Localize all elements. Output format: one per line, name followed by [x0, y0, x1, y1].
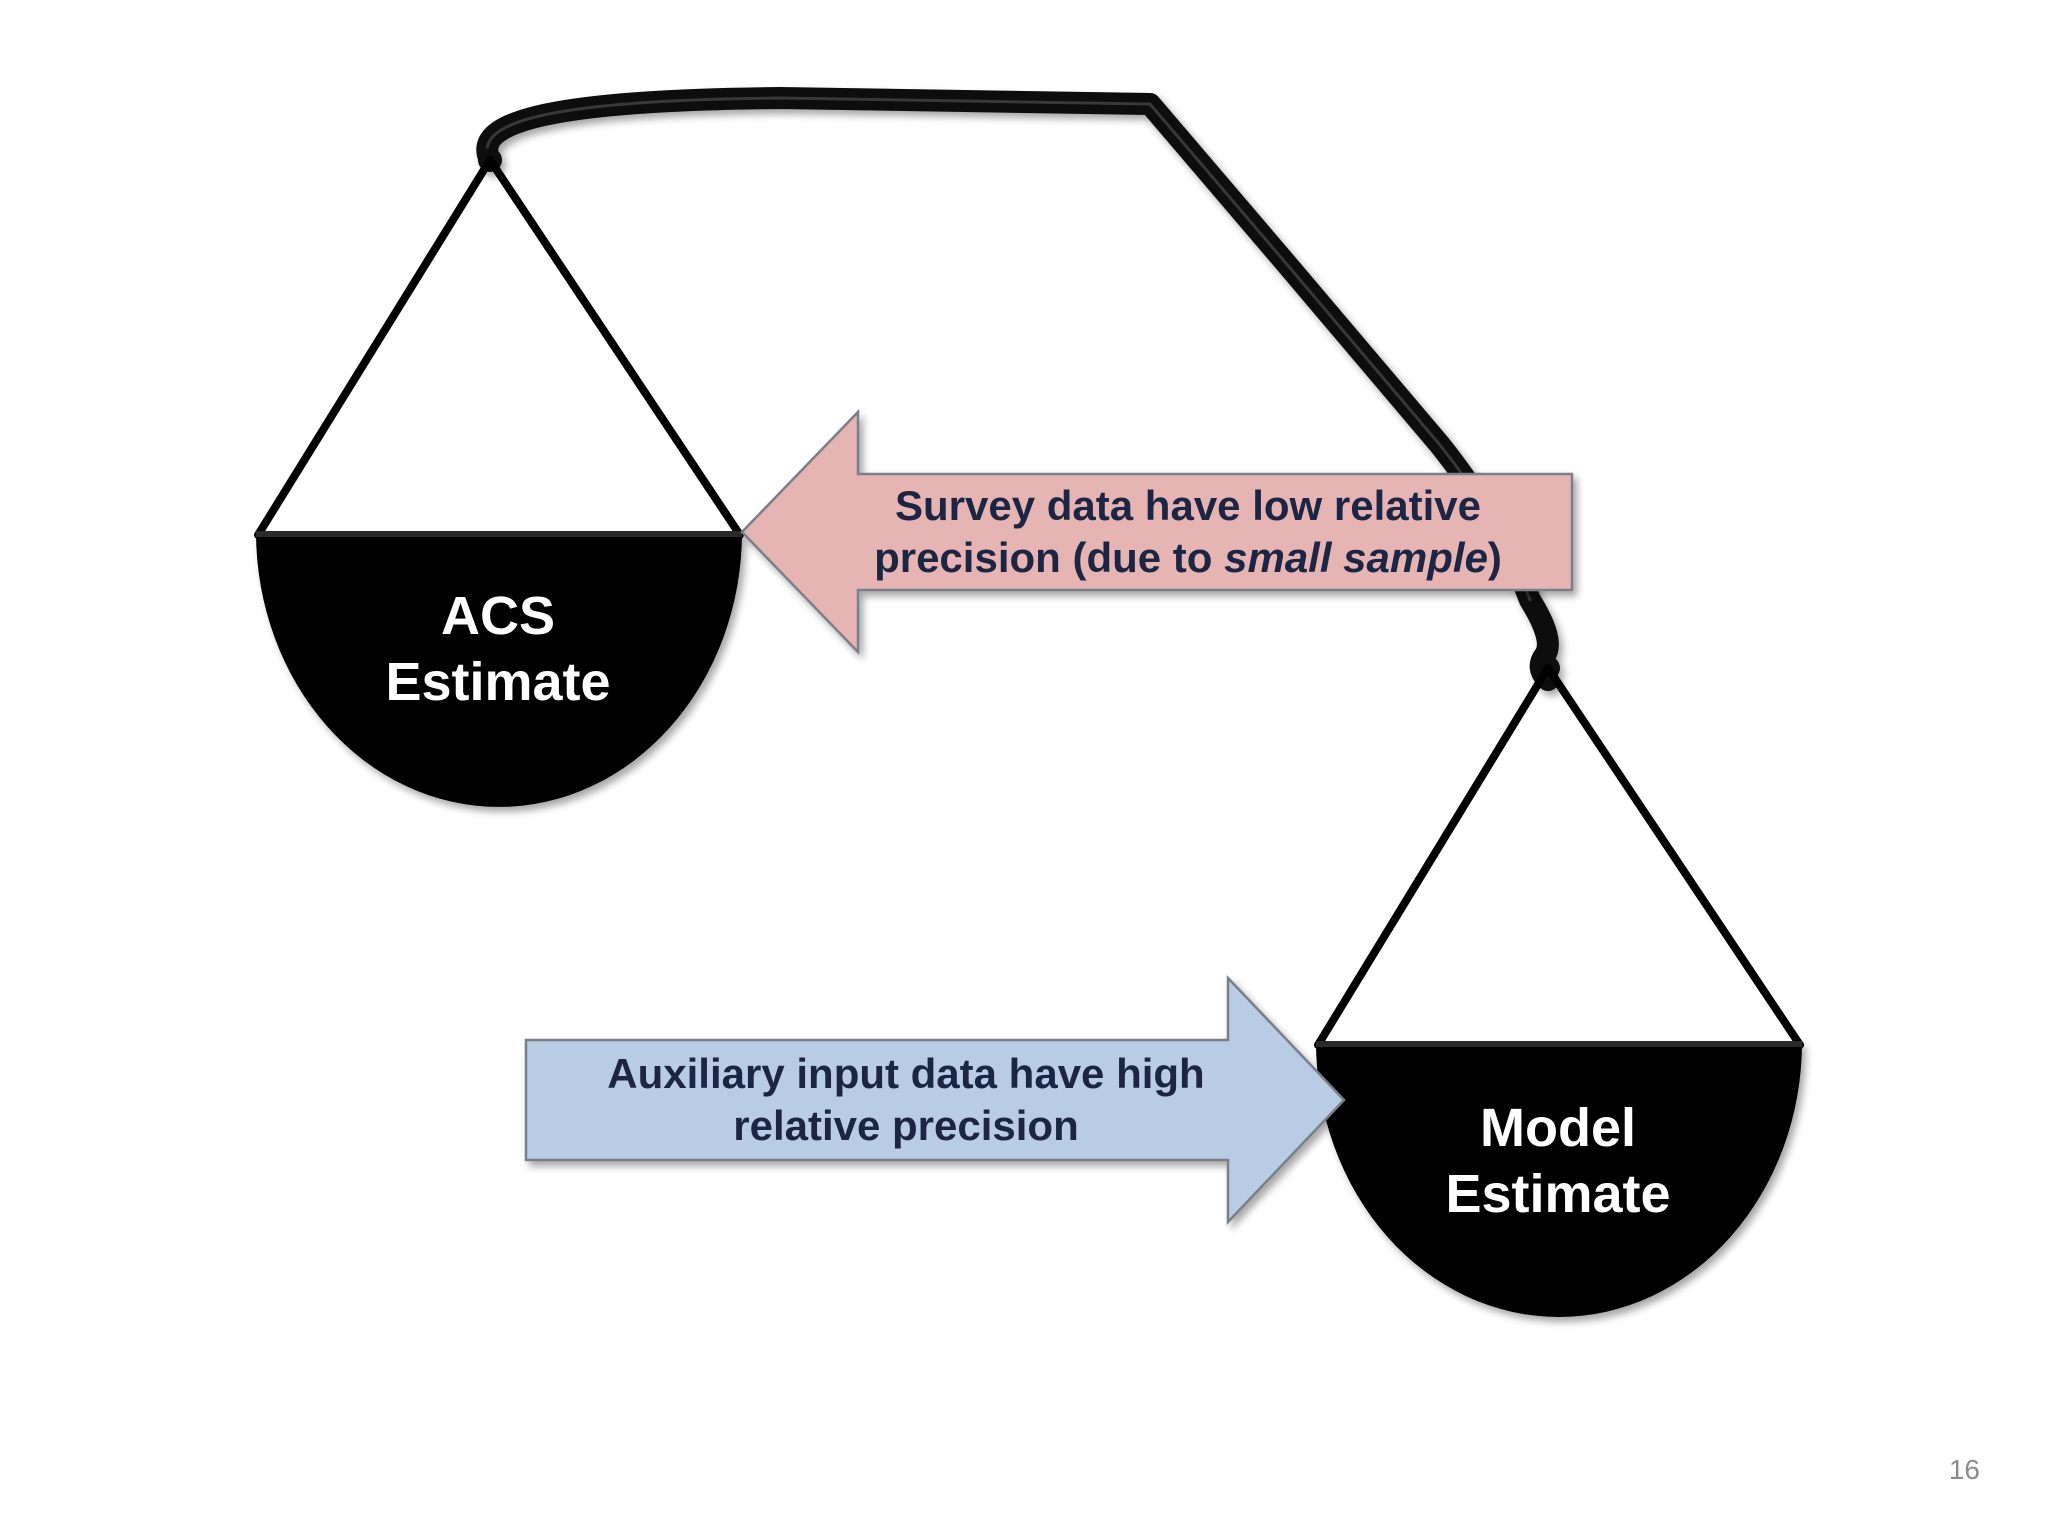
right-pan-label-line2: Estimate	[1445, 1164, 1670, 1224]
left-arrow-label-italic: small sample	[1224, 534, 1488, 581]
right-arrow-label-line1: Auxiliary input data have high	[607, 1050, 1204, 1097]
left-pan-strings	[254, 156, 744, 539]
left-pan-label-line2: Estimate	[385, 652, 610, 712]
left-arrow-label-suffix: )	[1488, 534, 1502, 581]
left-arrow	[740, 408, 1574, 656]
right-pan	[1316, 1041, 1802, 1317]
left-pan	[256, 531, 742, 807]
left-pan-label-line1: ACS	[441, 586, 555, 646]
right-pan-strings	[1314, 664, 1804, 1049]
right-arrow	[524, 974, 1346, 1226]
left-arrow-label-line2: precision (due to small sample)	[874, 534, 1502, 581]
left-arrow-label-prefix: precision (due to	[874, 534, 1224, 581]
right-arrow-label-line2: relative precision	[733, 1102, 1079, 1149]
slide-number: 16	[1948, 1454, 1980, 1485]
left-arrow-label-line1: Survey data have low relative	[895, 482, 1481, 529]
right-pan-label-line1: Model	[1480, 1098, 1636, 1158]
